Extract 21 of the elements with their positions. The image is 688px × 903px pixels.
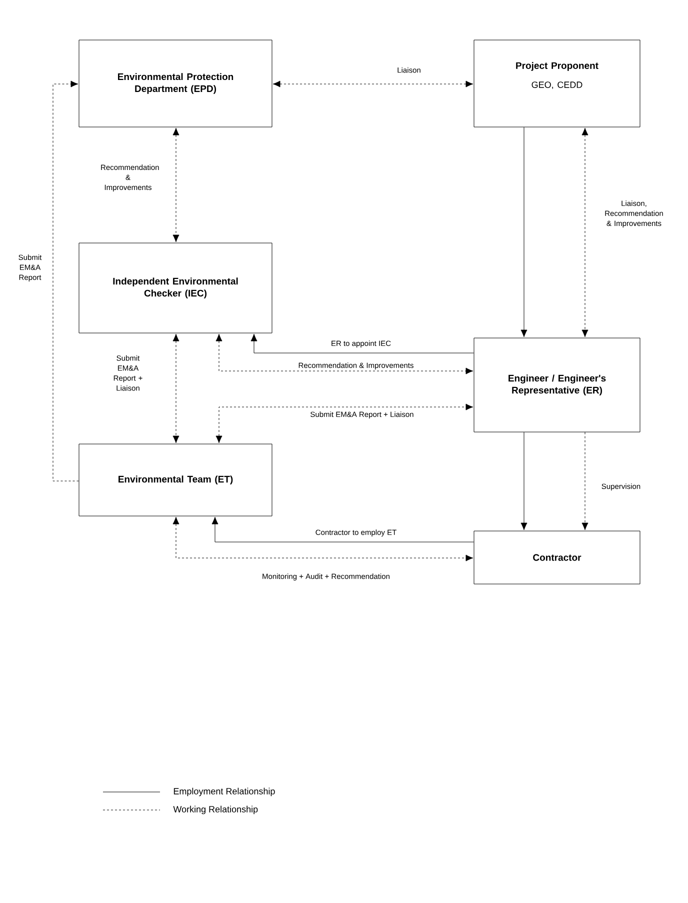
process-box: Independent Environmental Checker (IEC) [78,242,272,334]
arrow [520,432,528,530]
arrow [216,334,474,374]
process-box: Engineer / Engineer's Representative (ER) [474,338,640,432]
arrow [216,404,474,444]
legend-label: Employment Relationship [174,788,275,796]
arrow [212,516,474,542]
arrow [52,80,79,482]
arrow [172,516,474,562]
process-box: Environmental Protection Department (EPD) [78,40,272,128]
process-box: Project Proponent GEO, CEDD [474,40,640,128]
arrow [250,334,474,354]
arrow [272,80,474,88]
arrow [520,127,528,338]
legend-label: Working Relationship [173,806,258,814]
arrow [582,432,588,530]
arrow [582,128,588,338]
arrow [172,128,180,242]
process-box: Environmental Team (ET) [78,444,272,516]
arrow [172,334,180,444]
process-box: Contractor [474,530,640,584]
